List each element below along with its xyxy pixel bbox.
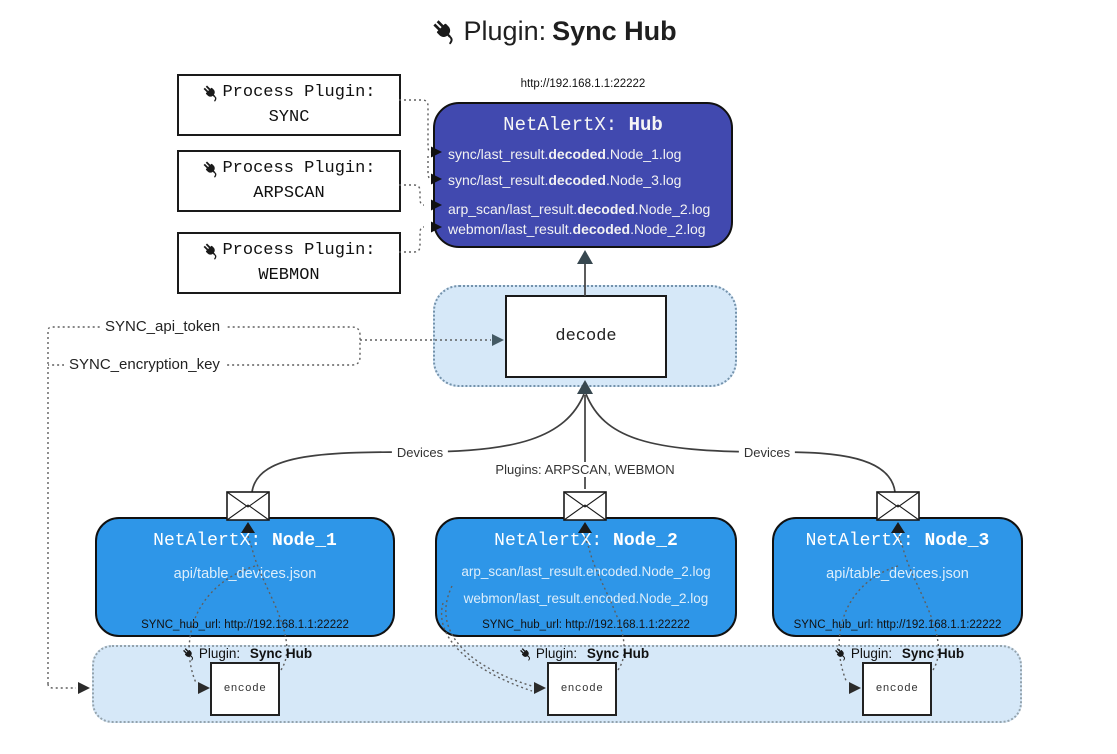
encode-box: encode [210, 662, 280, 716]
node-title: NetAlertX: Node_3 [805, 531, 990, 551]
sync-encryption-key-label: SYNC_encryption_key [64, 356, 225, 373]
sync-api-token-label: SYNC_api_token [100, 318, 226, 335]
encoder-plugin-label: Plugin: Sync Hub [181, 646, 312, 661]
encode-box: encode [547, 662, 617, 716]
hub-url-label: http://192.168.1.1:22222 [520, 78, 646, 90]
process-plugin-name: ARPSCAN [253, 184, 325, 203]
node-title: NetAlertX: Node_2 [494, 531, 678, 551]
node-file: webmon/last_result.encoded.Node_2.log [463, 591, 709, 606]
hub-log-line: arp_scan/last_result.decoded.Node_2.log [448, 201, 711, 217]
process-plugin-box-webmon: Process Plugin: WEBMON [177, 232, 401, 294]
process-plugin-box-sync: Process Plugin: SYNC [177, 74, 401, 136]
node-title: NetAlertX: Node_1 [153, 531, 337, 551]
node-box-node-3: NetAlertX: Node_3 api/table_devices.json… [772, 517, 1023, 637]
page-title: Plugin: Sync Hub [430, 16, 677, 47]
plug-icon [430, 18, 458, 45]
hub-title: NetAlertX: Hub [435, 114, 731, 136]
plug-icon [518, 646, 533, 661]
node-hub-url: SYNC_hub_url: http://192.168.1.1:22222 [482, 619, 690, 631]
envelope-icon [563, 491, 607, 521]
decode-label: decode [555, 327, 617, 346]
devices-edge-label-left: Devices [391, 445, 449, 460]
process-plugin-label: Process Plugin: [222, 83, 376, 102]
encoder-plugin-label: Plugin: Sync Hub [518, 646, 649, 661]
node-box-node-2: NetAlertX: Node_2 arp_scan/last_result.e… [435, 517, 737, 637]
plugins-edge-label: Plugins: ARPSCAN, WEBMON [490, 462, 680, 477]
page-title-name: Sync Hub [552, 16, 677, 46]
node-hub-url: SYNC_hub_url: http://192.168.1.1:22222 [793, 619, 1002, 631]
process-plugin-name: WEBMON [258, 266, 320, 285]
plug-icon [202, 159, 221, 178]
plug-icon [202, 241, 221, 260]
hub-log-line: sync/last_result.decoded.Node_1.log [448, 146, 682, 162]
plug-icon [181, 646, 196, 661]
process-plugin-label: Process Plugin: [222, 241, 376, 260]
node-file: api/table_devices.json [173, 566, 317, 582]
page-title-label: Plugin: [463, 16, 547, 46]
process-plugin-box-arpscan: Process Plugin: ARPSCAN [177, 150, 401, 212]
process-plugin-label: Process Plugin: [222, 159, 376, 178]
encode-box: encode [862, 662, 932, 716]
decode-box: decode [505, 295, 667, 378]
node-box-node-1: NetAlertX: Node_1 api/table_devices.json… [95, 517, 395, 637]
hub-log-line: webmon/last_result.decoded.Node_2.log [448, 221, 706, 237]
encoder-plugin-label: Plugin: Sync Hub [833, 646, 964, 661]
envelope-icon [876, 491, 920, 521]
node-file: arp_scan/last_result.encoded.Node_2.log [461, 564, 711, 579]
node-file: api/table_devices.json [826, 566, 969, 582]
hub-title-name: Hub [628, 114, 663, 136]
hub-log-line: sync/last_result.decoded.Node_3.log [448, 172, 682, 188]
node-hub-url: SYNC_hub_url: http://192.168.1.1:22222 [141, 619, 349, 631]
plug-icon [202, 83, 221, 102]
process-plugin-name: SYNC [268, 108, 310, 127]
devices-edge-label-right: Devices [738, 445, 796, 460]
plug-icon [833, 646, 848, 661]
envelope-icon [226, 491, 270, 521]
hub-title-label: NetAlertX: [503, 114, 618, 136]
hub-box: NetAlertX: Hub sync/last_result.decoded.… [433, 102, 733, 248]
